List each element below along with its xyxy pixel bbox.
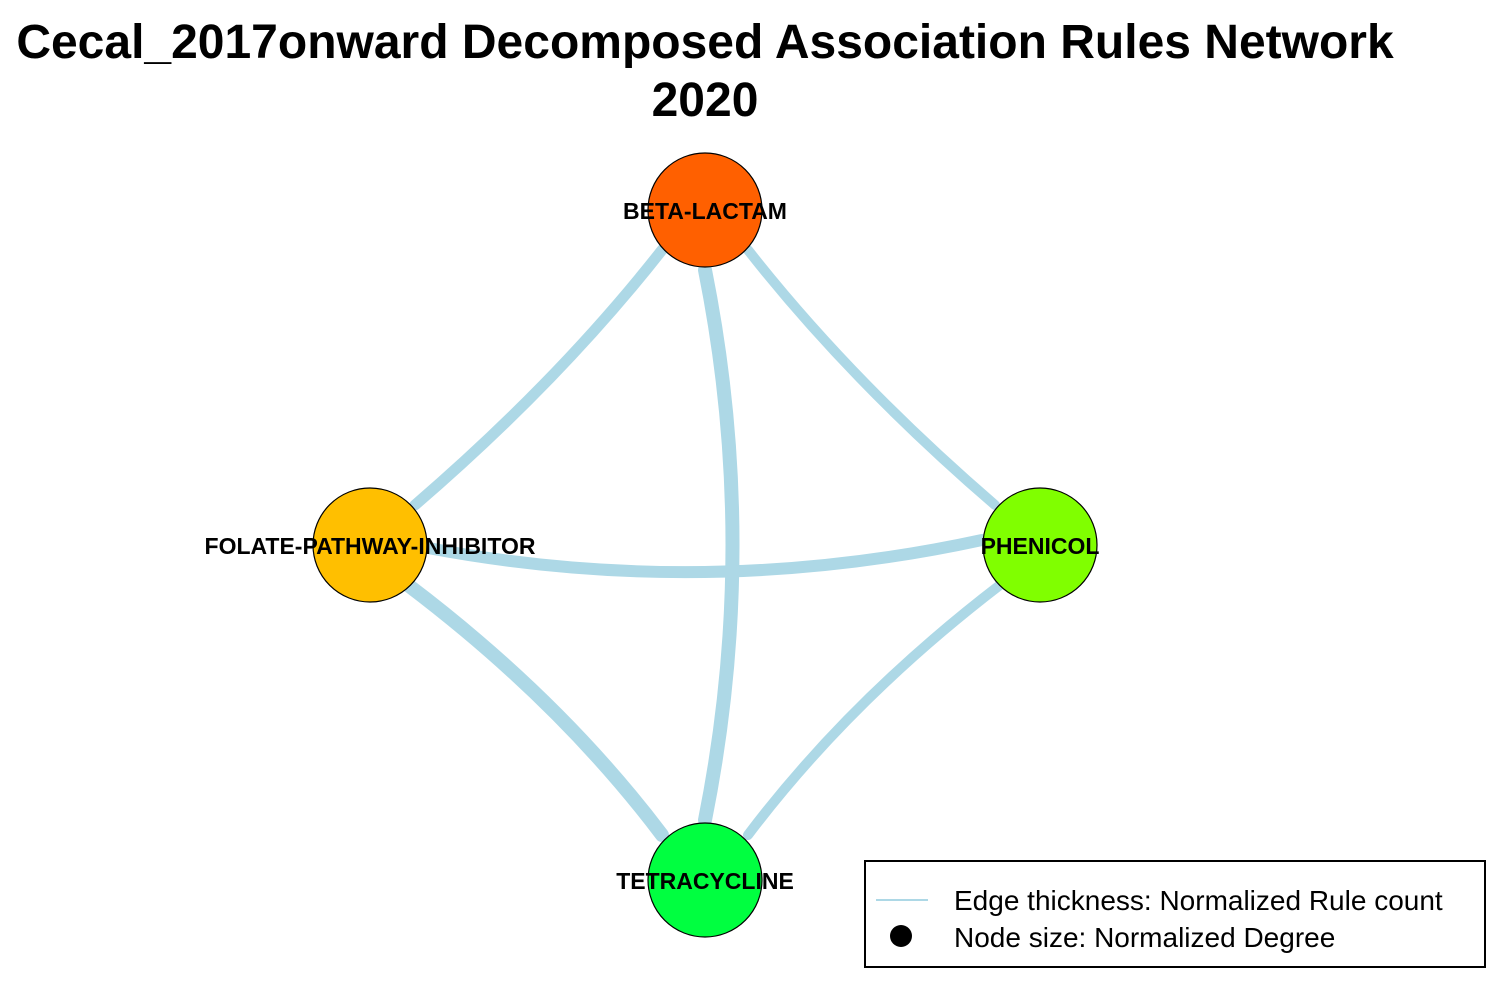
legend-node-text: Node size: Normalized Degree	[954, 922, 1336, 953]
node-label-beta: BETA-LACTAM	[623, 198, 787, 224]
edge-folate-tetra	[401, 578, 669, 842]
title-line-2: 2020	[651, 74, 759, 127]
node-label-phenicol: PHENICOL	[981, 533, 1100, 559]
legend-node-circle-icon	[890, 925, 912, 947]
legend-row-edge: Edge thickness: Normalized Rule count	[866, 882, 1484, 918]
node-folate-pathway-inhibitor: FOLATE-PATHWAY-INHIBITOR	[205, 487, 536, 603]
node-circle-beta	[647, 152, 763, 268]
node-label-folate: FOLATE-PATHWAY-INHIBITOR	[205, 533, 536, 559]
node-circle-folate	[312, 487, 428, 603]
edge-beta-folate	[409, 244, 668, 511]
node-circle-phenicol	[982, 487, 1098, 603]
node-tetracycline: TETRACYCLINE	[616, 822, 794, 938]
node-phenicol: PHENICOL	[981, 487, 1100, 603]
legend-row-node: Node size: Normalized Degree	[866, 919, 1484, 955]
edge-phenicol-tetra	[743, 580, 1005, 840]
legend-edge-line-icon	[876, 899, 928, 901]
node-circle-tetra	[647, 822, 763, 938]
legend-edge-text: Edge thickness: Normalized Rule count	[954, 885, 1443, 916]
diagram-title: Cecal_2017onward Decomposed Association …	[0, 14, 1410, 130]
node-label-tetra: TETRACYCLINE	[616, 868, 794, 894]
title-line-1: Cecal_2017onward Decomposed Association …	[16, 16, 1394, 69]
edge-beta-tetra	[698, 263, 740, 827]
legend: Edge thickness: Normalized Rule count No…	[864, 860, 1486, 968]
node-beta-lactam: BETA-LACTAM	[623, 152, 787, 268]
nodes-layer: BETA-LACTAM FOLATE-PATHWAY-INHIBITOR PHE…	[205, 152, 1100, 938]
edge-beta-phenicol	[743, 245, 1000, 510]
edge-folate-phenicol	[422, 534, 988, 579]
edges-layer	[401, 244, 1005, 842]
